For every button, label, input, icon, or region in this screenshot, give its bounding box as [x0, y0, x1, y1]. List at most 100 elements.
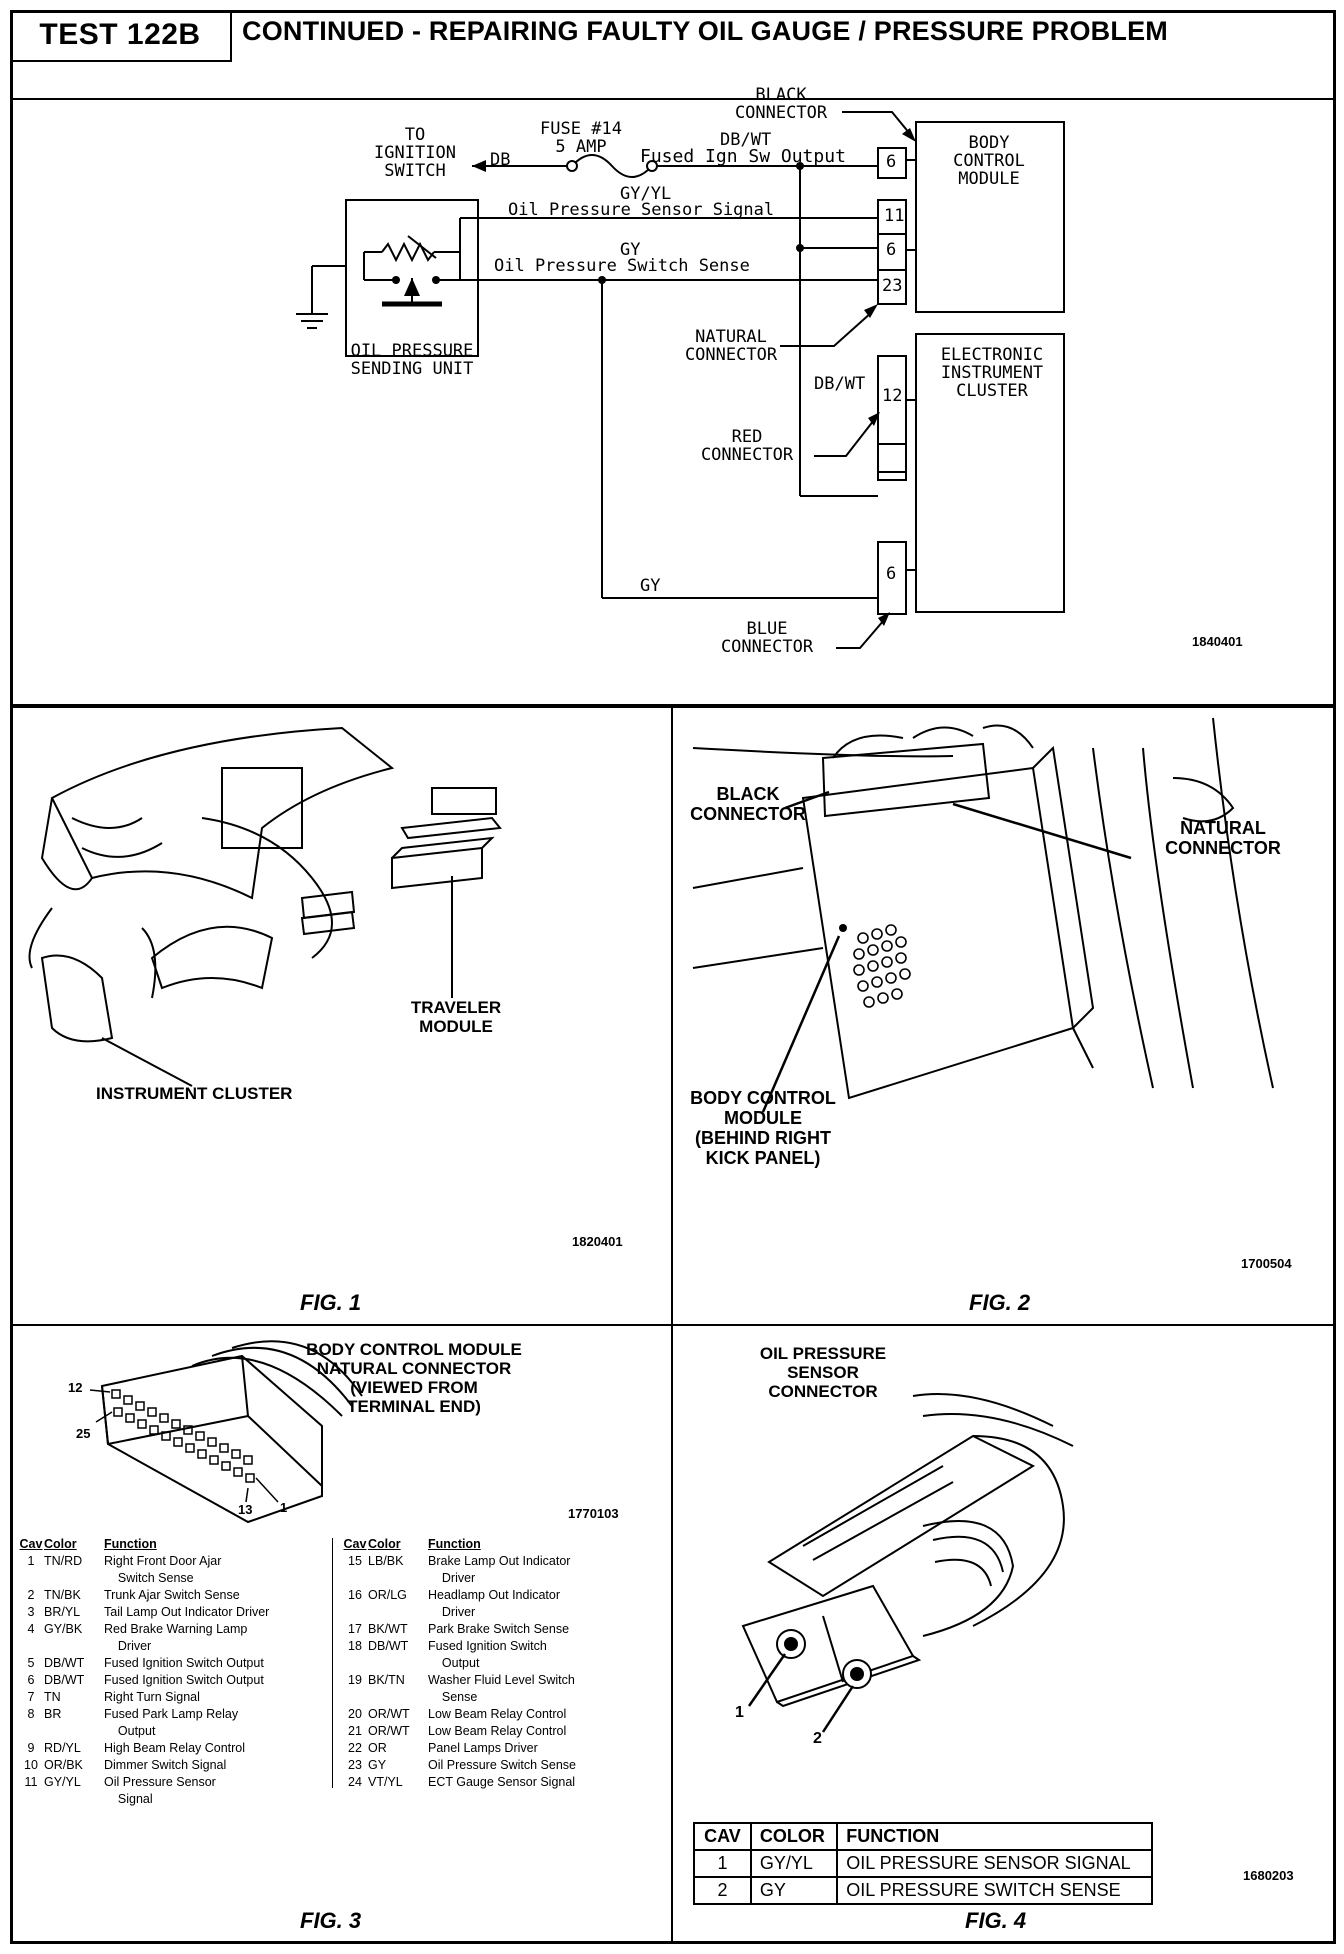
fig3-title-line-4: TERMINAL END) — [347, 1397, 481, 1417]
eic-line-2: INSTRUMENT — [940, 363, 1044, 383]
blue-connector-line-2: CONNECTOR — [720, 637, 814, 657]
cell-function: Driver — [104, 1639, 152, 1653]
cell-cav: 9 — [27, 1741, 35, 1755]
fig3-panel: BODY CONTROL MODULE NATURAL CONNECTOR (V… — [10, 1324, 673, 1944]
eic-pin-12-block — [877, 355, 907, 473]
cell-function: ECT Gauge Sensor Signal — [428, 1775, 576, 1789]
callout-13: 13 — [238, 1502, 253, 1517]
to-ignition-line-3: SWITCH — [384, 161, 446, 181]
traveler-line-2: MODULE — [419, 1017, 493, 1037]
cell-color: OR/WT — [368, 1707, 410, 1721]
connector-top — [821, 742, 991, 818]
cell-cav: 23 — [348, 1758, 362, 1772]
gy-yl-label: GY/YL — [620, 184, 672, 204]
natural-connector-line-1: NATURAL — [695, 327, 767, 347]
fig2-bcm-line-1: BODY CONTROL — [690, 1088, 836, 1108]
table-row: 6 DB/WT Fused Ignition Switch Output — [18, 1672, 324, 1689]
cell-cav: 21 — [348, 1724, 362, 1738]
latch-top — [767, 1434, 1036, 1598]
fig2-black-line-1: BLACK — [716, 784, 780, 804]
sending-unit-line-2: SENDING UNIT — [350, 359, 474, 379]
cell-function: Fused Ignition Switch — [428, 1639, 547, 1653]
cell-function: Oil Pressure Sensor — [104, 1775, 216, 1789]
instrument-cluster-part — [40, 954, 114, 1043]
cell-color: OR/BK — [44, 1758, 83, 1772]
cell-function: Signal — [104, 1792, 153, 1806]
cell-color — [44, 1723, 104, 1740]
blue-connector-line-1: BLUE — [746, 619, 788, 639]
fig3-right-header: Cav Color Function — [342, 1536, 648, 1553]
cell-function: Switch Sense — [104, 1571, 194, 1585]
black-connector-label: BLACK CONNECTOR — [716, 86, 846, 122]
fig3-right-cav-header: Cav — [343, 1537, 367, 1551]
fig1-dashboard-drawing — [28, 726, 502, 1087]
bcm-box — [915, 121, 1065, 313]
table-row: 1 GY/YL OIL PRESSURE SENSOR SIGNAL — [693, 1849, 1153, 1878]
cell-function: Driver — [428, 1571, 476, 1585]
fig3-connector-drawing — [89, 1340, 363, 1524]
cell-cav: 8 — [27, 1707, 35, 1721]
cell-color: DB/WT — [44, 1673, 85, 1687]
fig4-caption: FIG. 4 — [965, 1908, 1027, 1933]
cell-cav: 24 — [348, 1775, 362, 1789]
table-row: Driver — [342, 1570, 648, 1587]
fig2-natural-line-1: NATURAL — [1180, 818, 1266, 838]
cell-color — [368, 1655, 428, 1672]
cell-cav: 4 — [27, 1622, 35, 1636]
cell-cav: 19 — [348, 1673, 362, 1687]
wiring-schematic: TO IGNITION SWITCH DB FUSE #14 5 AMP BLA… — [10, 86, 1336, 706]
fig2-natural-connector-label: NATURAL CONNECTOR — [1153, 818, 1293, 858]
cell-color: TN/BK — [44, 1588, 81, 1602]
eic-pin-12 — [877, 443, 907, 481]
bcm-label: BODY CONTROL MODULE — [934, 134, 1044, 188]
cell-cav — [342, 1570, 368, 1587]
cell-cav: 3 — [27, 1605, 35, 1619]
fig4-title-line-1: OIL PRESSURE SENSOR — [759, 1344, 887, 1383]
red-connector-line-2: CONNECTOR — [700, 445, 794, 465]
fig2-black-line-2: CONNECTOR — [690, 804, 806, 825]
cell-color: DB/WT — [368, 1639, 409, 1653]
page-title: CONTINUED - REPAIRING FAULTY OIL GAUGE /… — [242, 16, 1168, 46]
cell-cav — [18, 1570, 44, 1587]
bcm-pin-block — [877, 199, 907, 305]
cell-function: Sense — [428, 1690, 478, 1704]
sending-unit-label: OIL PRESSURE SENDING UNIT — [332, 342, 492, 378]
cell-color: BK/WT — [368, 1622, 408, 1636]
dash-outline — [50, 726, 395, 900]
cell-color — [368, 1689, 428, 1706]
cell-cav: 11 — [24, 1775, 38, 1789]
cell-color: DB/WT — [44, 1656, 85, 1670]
table-row: Output — [342, 1655, 648, 1672]
fig3-ref: 1770103 — [568, 1506, 619, 1521]
cell-color: VT/YL — [368, 1775, 403, 1789]
cell-color: GY/BK — [44, 1622, 83, 1636]
cell-cav: 6 — [27, 1673, 35, 1687]
cell-function: Washer Fluid Level Switch — [428, 1673, 575, 1687]
traveler-line-1: TRAVELER — [410, 998, 502, 1017]
fig1-panel: TRAVELER MODULE INSTRUMENT CLUSTER 18204… — [10, 706, 673, 1326]
to-ignition-line-1: TO — [404, 125, 426, 145]
fig2-ref: 1700504 — [1241, 1256, 1292, 1271]
fig2-bcm-drawing — [692, 717, 1274, 1113]
eic-line-3: CLUSTER — [956, 381, 1028, 401]
fig3-left-function-header: Function — [104, 1537, 157, 1551]
cell-color — [44, 1570, 104, 1587]
table-row: Output — [18, 1723, 324, 1740]
to-ignition-switch-label: TO IGNITION SWITCH — [370, 126, 460, 180]
fig4-color-1: GY/YL — [749, 1849, 839, 1878]
traveler-module-label: TRAVELER MODULE — [376, 998, 536, 1036]
cell-cav: 20 — [348, 1707, 362, 1721]
bcm-pin-6-top — [877, 147, 907, 179]
fig4-title-line-2: CONNECTOR — [768, 1382, 878, 1402]
cell-color: RD/YL — [44, 1741, 81, 1755]
cell-function: Right Front Door Ajar — [104, 1554, 222, 1568]
cell-cav: 17 — [348, 1622, 362, 1636]
fig2-panel: BLACK CONNECTOR NATURAL CONNECTOR BODY C… — [671, 706, 1336, 1326]
cell-function: Fused Ignition Switch Output — [104, 1673, 264, 1687]
cell-function: Oil Pressure Switch Sense — [428, 1758, 576, 1772]
